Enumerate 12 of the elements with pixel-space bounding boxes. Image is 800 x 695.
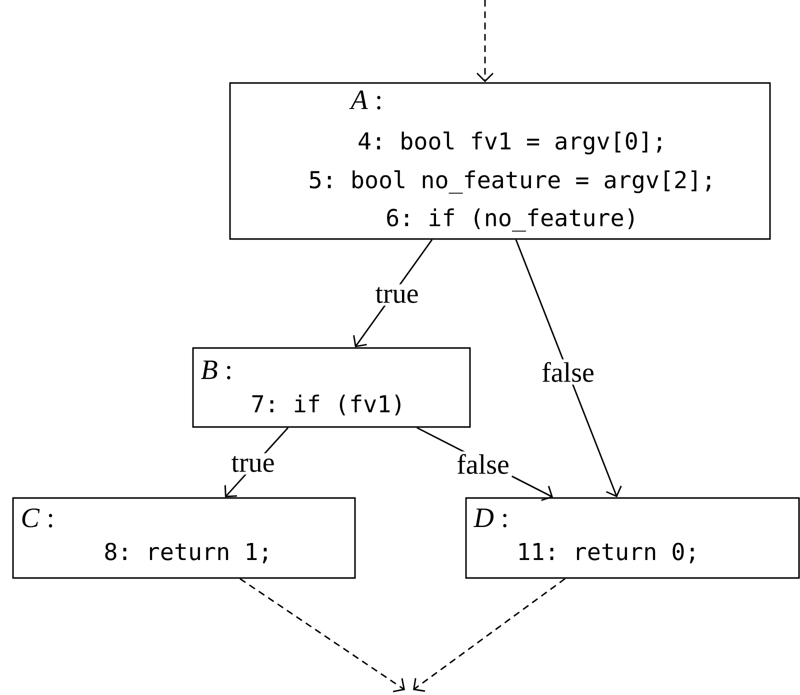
edge-label: true [372,284,422,306]
arrow [476,0,494,82]
code-box: D : 11: return 0; [465,497,800,579]
arrow [240,578,405,692]
edge-label: true [228,453,278,475]
edge-label: false [454,451,512,477]
arrow [413,578,566,692]
arrow [515,239,622,498]
edge-label: false [538,359,598,385]
code-box: C : 8: return 1; [12,497,356,579]
code-box: A : 4: bool fv1 = argv[0]; 5: bool no_feature = argv[2]; 6: if (no_feature) [229,82,771,240]
code-box: B : 7: if (fv1) [192,347,471,428]
